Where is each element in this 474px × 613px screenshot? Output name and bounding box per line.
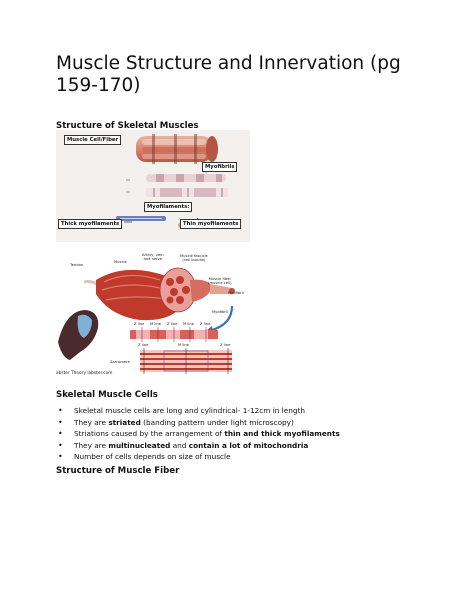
label-muscle: Muscle [114,260,127,264]
label-z-line-4: Z line [138,343,149,347]
figure-muscle-anatomy: Tendon Muscle Artery, vein and nerve Mus… [56,250,248,380]
label-muscle-fiber: Muscle fiber (muscle cell) [208,277,232,286]
label-sarcomere: Sarcomere [110,360,130,364]
bullet-marker: • [58,406,63,415]
bullet-text-bold: thin and thick myofilaments [224,429,340,438]
label-z-line-5: Z line [220,343,231,347]
label-myofibril-side: Myofibril [212,310,228,314]
bullet-text-bold: multinucleated [108,440,171,450]
bullet-text-bold: contain a lot of mitochondria [188,440,309,450]
bullet-marker: • [58,452,63,461]
figure-muscle-cell-diagram: Muscle Cell/Fiber Myofibrils Myofilament… [56,130,250,242]
bullet-text: They are [74,440,109,450]
bullet-text-bold: striated [108,417,141,427]
bullet-item: • Striations caused by the arrangement of… [56,428,356,440]
bullet-list: • Skeletal muscle cells are long and cyli… [56,405,356,463]
arm-shape [58,310,99,360]
bullet-text: Skeletal muscle cells are long and cylin… [74,406,305,415]
section-heading-skeletal-cells: Skeletal Muscle Cells [56,390,158,400]
label-z-line-2: Z line [167,322,178,326]
label-muscle-cell-fiber: Muscle Cell/Fiber [64,135,122,145]
myofibril-shape [146,174,226,182]
label-m-line-3: M line [178,343,190,347]
label-m-line-1: M line [150,322,162,326]
section-heading-structure: Structure of Skeletal Muscles [56,121,199,131]
label-z-line-1: Z line [134,322,145,326]
muscle-cell-illustration [116,134,228,228]
figure-credit: abster Theory labster.com [56,371,113,376]
label-muscle-fascicle: Muscle fascicle (cell bundle) [180,254,208,263]
label-artery-vein-nerve: Artery, vein and nerve [142,253,164,262]
bullet-text: They are [74,417,109,427]
bullet-text: (banding pattern under light microscopy) [140,417,294,427]
thick-filament-shape [116,216,166,221]
label-myofibril-top: Myofibril [228,291,244,295]
label-m-line-2: M line [183,322,195,326]
bullet-marker: • [58,429,63,438]
muscle-anatomy-illustration [58,267,235,374]
bullet-text: Number of cells depends on size of muscl… [74,452,231,461]
section-heading-muscle-fiber: Structure of Muscle Fiber [56,466,180,476]
page-title: Muscle Structure and Innervation (pg 159… [56,53,401,96]
fascicle-cross-section [159,267,197,313]
bullet-item: • Number of cells depends on size of musc… [56,451,356,463]
label-myofilaments: Myofilaments: [144,202,193,212]
bullet-item: • Skeletal muscle cells are long and cyli… [56,405,356,417]
label-thick-myofilaments: Thick myofilaments [58,219,123,229]
label-myofibrils: Myofibrils [202,162,238,172]
bullet-text: and [170,440,189,450]
sarcomere-strip-shape [146,188,228,197]
label-thin-myofilaments: Thin myofilaments [180,219,242,229]
bullet-marker: • [58,417,63,427]
label-tendon: Tendon [70,263,84,267]
sarcomere-expanded-band [140,348,232,374]
fiber-bundle-shape [136,134,218,164]
bullet-item: • They are multinucleated and contain a l… [56,440,356,452]
label-z-line-3: Z line [200,322,211,326]
bullet-item: • They are striated (banding pattern unde… [56,417,356,429]
bullet-text: Striations caused by the arrangement of [74,429,225,438]
myofibril-band-top [130,327,218,342]
bullet-marker: • [58,440,63,450]
